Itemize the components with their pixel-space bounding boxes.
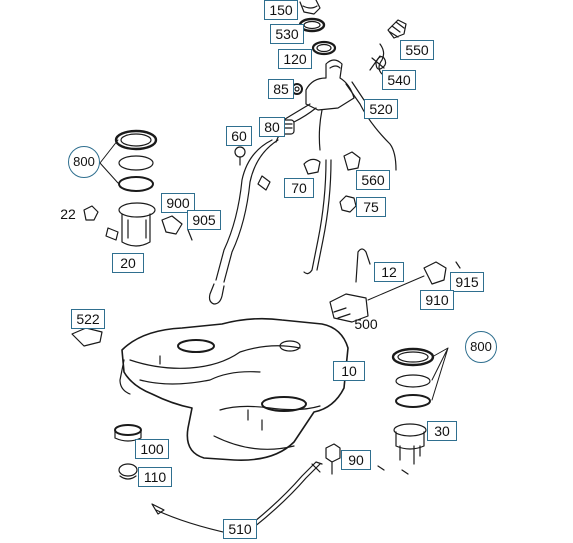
filler-cap-part <box>299 0 321 15</box>
gasket-110 <box>118 463 138 480</box>
bracket-12 <box>355 248 371 283</box>
sensor-500 <box>329 275 425 323</box>
bolt-90 <box>325 443 341 475</box>
label-12[interactable]: 12 <box>374 262 404 282</box>
lock-ring-right <box>391 347 435 367</box>
label-90[interactable]: 90 <box>341 450 371 470</box>
label-905[interactable]: 905 <box>187 210 221 230</box>
label-800-left[interactable]: 800 <box>68 146 100 178</box>
part-905 <box>161 215 193 241</box>
label-500[interactable]: 500 <box>354 316 378 332</box>
clip-75 <box>339 195 357 213</box>
label-800-right[interactable]: 800 <box>465 331 497 363</box>
label-910[interactable]: 910 <box>420 290 454 310</box>
cap-100 <box>114 424 142 442</box>
label-70[interactable]: 70 <box>284 178 314 198</box>
connector-22 <box>83 205 99 221</box>
seal-right-2 <box>395 394 431 408</box>
clamp-ring-120 <box>311 40 337 56</box>
label-520[interactable]: 520 <box>364 99 398 119</box>
seal-left-1 <box>118 155 154 171</box>
lock-ring-left <box>114 129 158 151</box>
label-30[interactable]: 30 <box>427 421 457 441</box>
seal-left-2 <box>118 176 154 192</box>
part-910 <box>423 261 461 285</box>
wire-540 <box>369 55 387 71</box>
label-522[interactable]: 522 <box>71 309 105 329</box>
label-510[interactable]: 510 <box>223 519 257 539</box>
seal-right-1 <box>395 374 431 388</box>
clip-560 <box>343 151 361 171</box>
vent-line <box>208 139 279 305</box>
fuel-tank-10 <box>119 317 349 461</box>
label-20[interactable]: 20 <box>112 253 144 273</box>
label-22[interactable]: 22 <box>60 206 76 222</box>
label-915[interactable]: 915 <box>450 272 484 292</box>
label-120[interactable]: 120 <box>278 49 312 69</box>
bracket-522 <box>71 327 103 347</box>
label-540[interactable]: 540 <box>382 70 416 90</box>
label-550[interactable]: 550 <box>400 40 434 60</box>
label-150[interactable]: 150 <box>264 0 298 20</box>
breather-valve-550 <box>378 19 407 75</box>
label-110[interactable]: 110 <box>138 467 172 487</box>
label-900[interactable]: 900 <box>161 193 195 213</box>
label-80[interactable]: 80 <box>259 117 285 137</box>
label-75[interactable]: 75 <box>356 197 386 217</box>
sending-unit-30 <box>377 423 427 475</box>
label-60[interactable]: 60 <box>226 126 252 146</box>
screw-60 <box>234 146 246 166</box>
label-560[interactable]: 560 <box>356 170 390 190</box>
label-85[interactable]: 85 <box>268 79 294 99</box>
clip-70 <box>303 158 321 175</box>
sending-unit-20 <box>105 202 156 247</box>
label-10[interactable]: 10 <box>333 361 365 381</box>
label-530[interactable]: 530 <box>270 24 304 44</box>
label-100[interactable]: 100 <box>135 439 169 459</box>
return-line <box>303 159 332 275</box>
